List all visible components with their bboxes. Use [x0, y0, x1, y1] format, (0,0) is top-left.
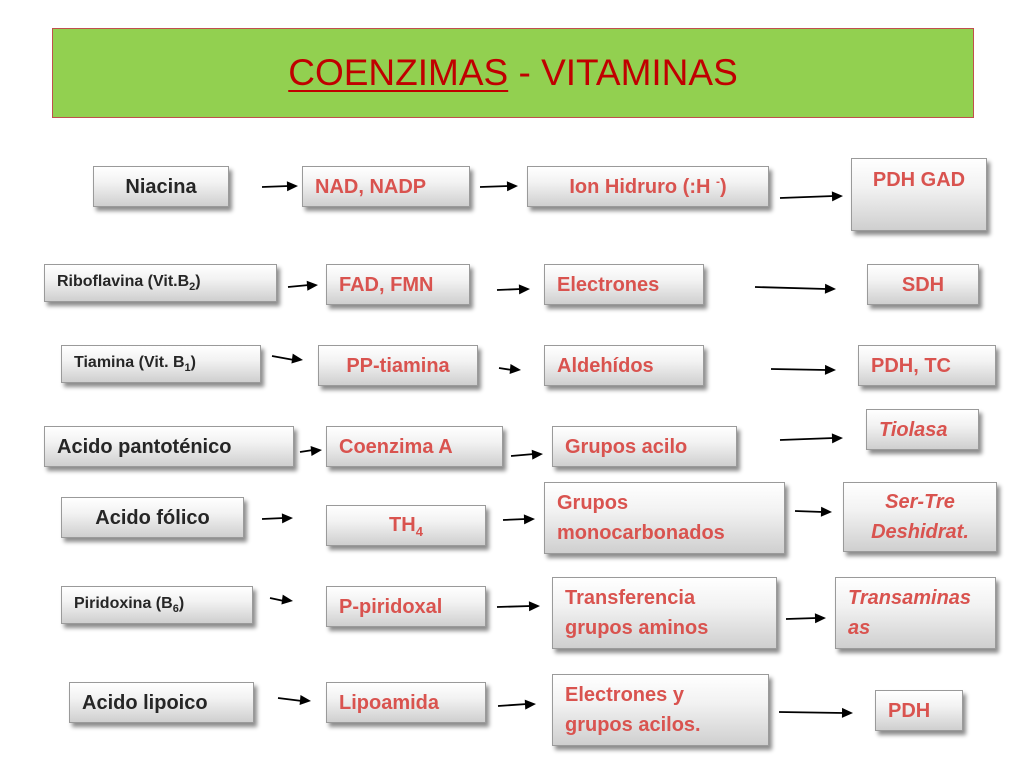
- coenzyme-box-nad: NAD, NADP: [302, 166, 470, 207]
- coenzyme-box-lipoamida: Lipoamida: [326, 682, 486, 723]
- vitamin-box-riboflavina: Riboflavina (Vit.B2): [44, 264, 277, 302]
- group-box-grupos-acilo: Grupos acilo: [552, 426, 737, 467]
- arrow-right-icon: [779, 433, 843, 444]
- arrow-right-icon: [502, 514, 535, 525]
- arrow-right-icon: [510, 449, 543, 460]
- vitamin-box-folico: Acido fólico: [61, 497, 244, 538]
- vitamin-box-tiamina: Tiamina (Vit. B1): [61, 345, 261, 383]
- arrow-right-icon: [779, 191, 843, 202]
- arrow-right-icon: [261, 181, 298, 192]
- arrow-right-icon: [754, 283, 836, 294]
- enzyme-box-tiolasa: Tiolasa: [866, 409, 979, 450]
- coenzyme-box-th4: TH4: [326, 505, 486, 546]
- arrow-right-icon: [496, 601, 540, 612]
- arrow-right-icon: [778, 707, 853, 718]
- group-box-aldehidos: Aldehídos: [544, 345, 704, 386]
- title-sub: VITAMINAS: [541, 52, 738, 93]
- vitamin-box-pantotenico: Acido pantoténico: [44, 426, 294, 467]
- arrow-right-icon: [271, 353, 303, 364]
- coenzyme-box-coenzima-a: Coenzima A: [326, 426, 503, 467]
- arrow-right-icon: [497, 699, 536, 710]
- arrow-right-icon: [794, 506, 832, 517]
- enzyme-box-sdh: SDH: [867, 264, 979, 305]
- vitamin-box-niacina: Niacina: [93, 166, 229, 207]
- group-box-hidruro: Ion Hidruro (:H -): [527, 166, 769, 207]
- title-main: COENZIMAS: [288, 52, 509, 93]
- arrow-right-icon: [261, 513, 293, 524]
- arrow-right-icon: [287, 280, 318, 291]
- arrow-right-icon: [299, 446, 322, 456]
- coenzyme-box-fad: FAD, FMN: [326, 264, 470, 305]
- title-banner: COENZIMAS - VITAMINAS: [52, 28, 974, 118]
- enzyme-box-pdh: PDH: [875, 690, 963, 731]
- enzyme-box-pdh-tc: PDH, TC: [858, 345, 996, 386]
- arrow-right-icon: [496, 284, 530, 295]
- coenzyme-box-p-piridoxal: P-piridoxal: [326, 586, 486, 627]
- arrow-right-icon: [498, 364, 521, 374]
- arrow-right-icon: [770, 364, 836, 375]
- coenzyme-box-pp-tiamina: PP-tiamina: [318, 345, 478, 386]
- arrow-right-icon: [269, 594, 293, 605]
- vitamin-box-piridoxina: Piridoxina (B6): [61, 586, 253, 624]
- vitamin-box-lipoico: Acido lipoico: [69, 682, 254, 723]
- arrow-right-icon: [277, 695, 311, 705]
- enzyme-box-pdh-gad: PDH GAD: [851, 158, 987, 231]
- group-box-electrones: Electrones: [544, 264, 704, 305]
- title-separator: -: [508, 52, 542, 93]
- arrow-right-icon: [785, 613, 826, 624]
- arrow-right-icon: [479, 181, 518, 192]
